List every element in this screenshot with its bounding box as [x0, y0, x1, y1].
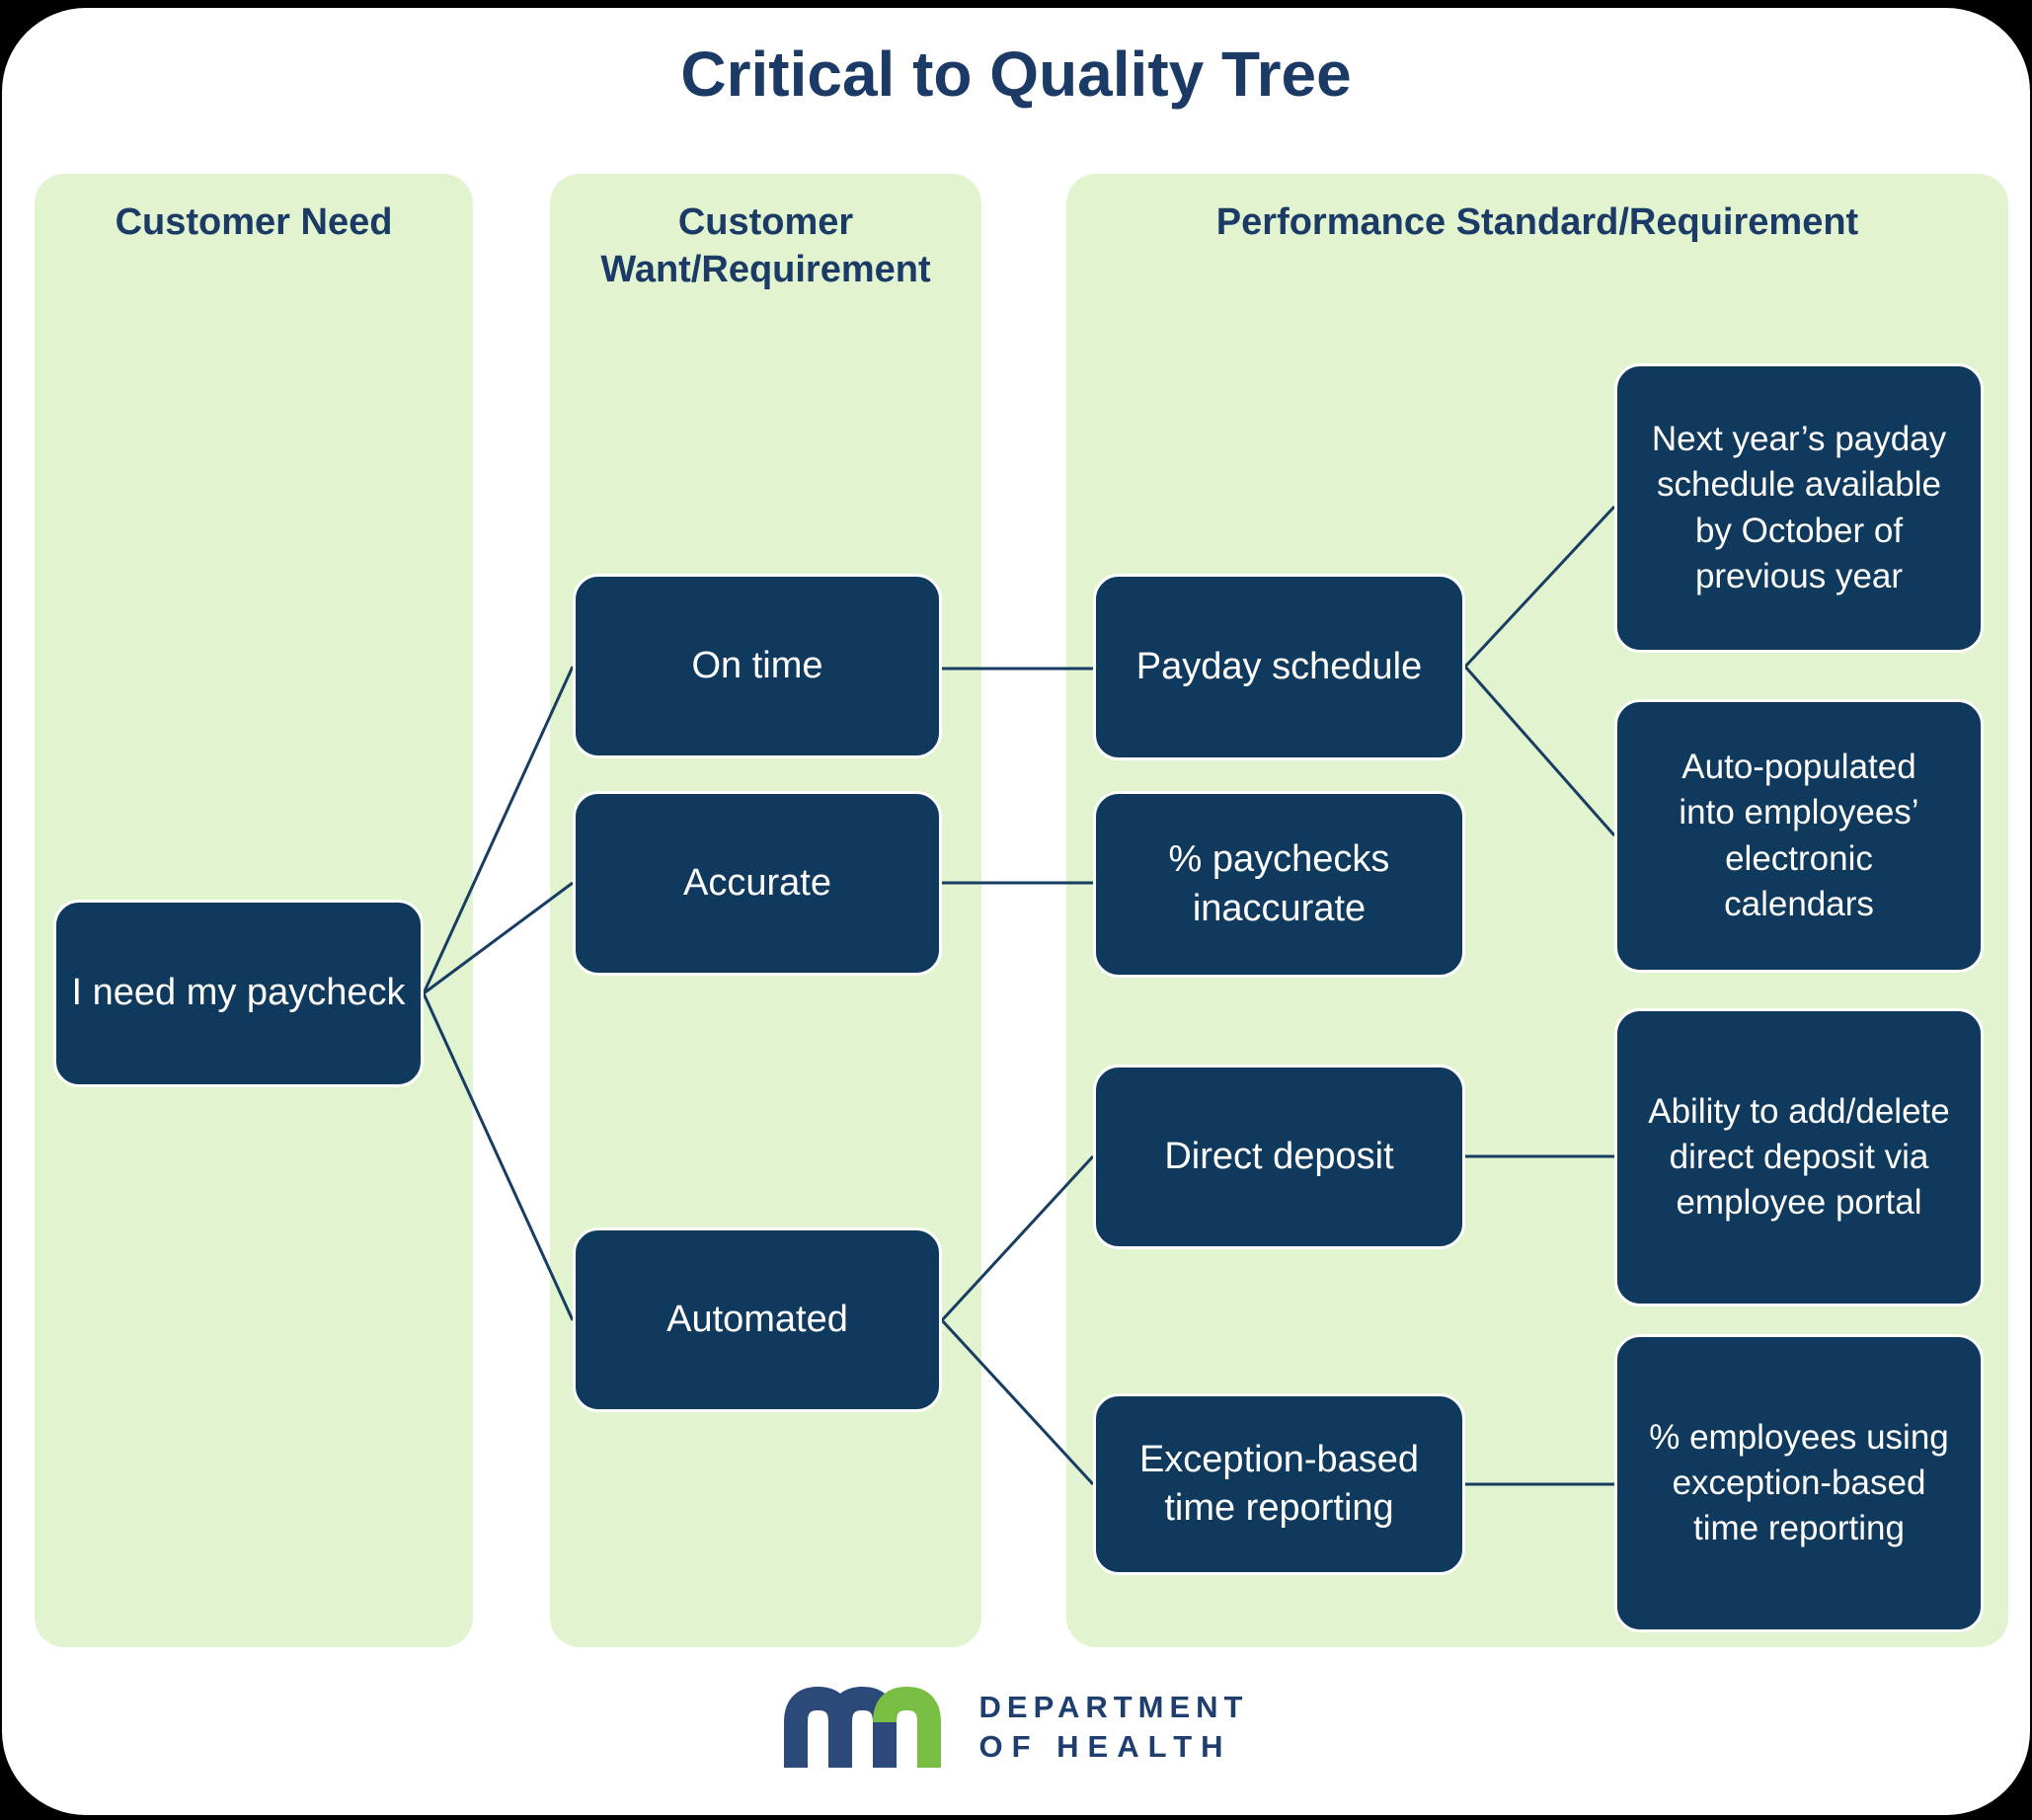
column-header-customer-want: Customer Want/Requirement	[600, 201, 931, 290]
payday-schedule-label: Payday schedule	[1135, 645, 1423, 687]
page-title: Critical to Quality Tree	[680, 39, 1352, 110]
accurate-box: Accurate	[573, 791, 942, 976]
edge-automated-to-exception_time	[940, 1318, 1095, 1486]
edge-payday_schedule-to-next_year_schedule	[1463, 505, 1616, 669]
mdh-logo-line1: DEPARTMENT	[978, 1690, 1249, 1725]
edge-need-to-accurate	[423, 881, 574, 995]
payday-schedule-box: Payday schedule	[1093, 574, 1465, 760]
automated-label: Automated	[666, 1298, 848, 1340]
add-delete-portal-label: Ability to add/delete direct deposit via…	[1648, 1091, 1950, 1223]
on-time-label: On time	[691, 644, 823, 686]
on-time-box: On time	[573, 574, 942, 758]
mdh-logo: DEPARTMENT OF HEALTH	[2, 1687, 2030, 1768]
edge-need-to-on_time	[422, 666, 575, 994]
customer-need-box: I need my paycheck	[53, 900, 424, 1087]
page: Critical to Quality Tree Customer Need C…	[2, 8, 2030, 1815]
paychecks-inaccurate-label: % paychecks inaccurate	[1168, 838, 1390, 929]
pct-employees-exception-label: % employees using exception-based time r…	[1649, 1417, 1949, 1548]
edge-need-to-automated	[422, 992, 575, 1321]
column-header-performance-standard: Performance Standard/Requirement	[1215, 201, 1859, 243]
mdh-logo-line2: OF HEALTH	[978, 1729, 1232, 1764]
mn-logo-icon	[783, 1687, 941, 1768]
next-year-schedule-box: Next year’s payday schedule available by…	[1614, 363, 1984, 653]
column-header-customer-need: Customer Need	[115, 201, 393, 243]
customer-need-label: I need my paycheck	[71, 972, 406, 1014]
exception-time-reporting-label: Exception-based time reporting	[1138, 1438, 1420, 1529]
accurate-label: Accurate	[683, 861, 831, 904]
edge-payday_schedule-to-auto_populated	[1463, 666, 1616, 836]
pct-employees-exception-box: % employees using exception-based time r…	[1614, 1334, 1984, 1632]
direct-deposit-box: Direct deposit	[1093, 1065, 1465, 1249]
next-year-schedule-label: Next year’s payday schedule available by…	[1651, 420, 1947, 595]
connector-lines	[422, 505, 1616, 1486]
direct-deposit-label: Direct deposit	[1164, 1135, 1394, 1177]
auto-populated-calendars-box: Auto-populated into employees’ electroni…	[1614, 699, 1984, 973]
edge-automated-to-direct_deposit	[940, 1154, 1095, 1322]
add-delete-portal-box: Ability to add/delete direct deposit via…	[1614, 1008, 1984, 1306]
mdh-logo-text: DEPARTMENT OF HEALTH	[979, 1688, 1249, 1766]
automated-box: Automated	[573, 1227, 942, 1412]
auto-populated-calendars-label: Auto-populated into employees’ electroni…	[1679, 748, 1919, 923]
paychecks-inaccurate-box: % paychecks inaccurate	[1093, 791, 1465, 978]
exception-time-reporting-box: Exception-based time reporting	[1093, 1393, 1465, 1575]
